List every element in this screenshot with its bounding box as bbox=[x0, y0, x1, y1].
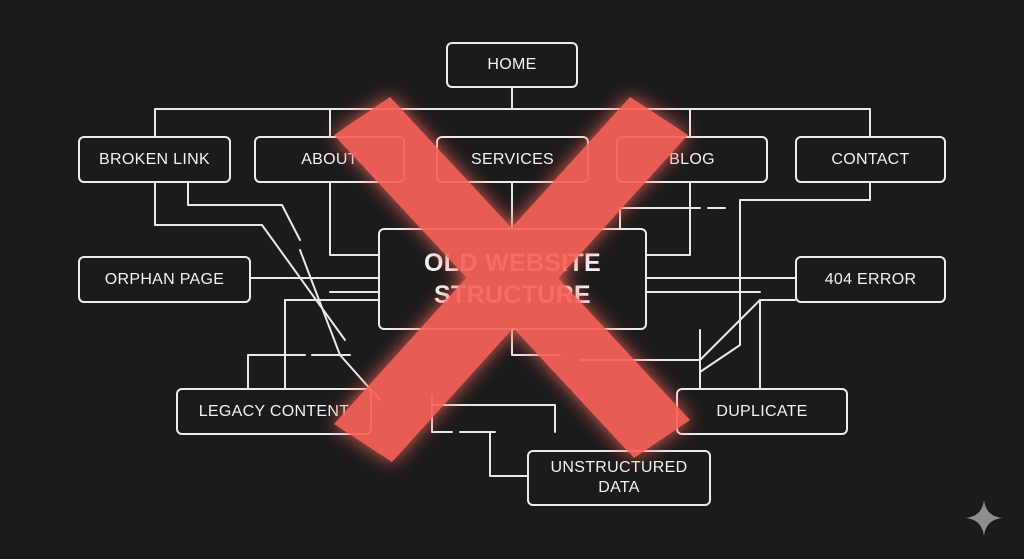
line-broken-2 bbox=[187, 180, 301, 241]
sparkle-icon bbox=[966, 500, 1002, 536]
node-404-error: 404 ERROR bbox=[795, 256, 946, 303]
node-unstructured-data: UNSTRUCTURED DATA bbox=[527, 450, 711, 506]
node-services: SERVICES bbox=[436, 136, 589, 183]
line-unstructured-3 bbox=[431, 404, 556, 433]
node-old-website-structure: OLD WEBSITE STRUCTURE bbox=[378, 228, 647, 330]
node-blog: BLOG bbox=[616, 136, 768, 183]
line-center-bottom bbox=[511, 327, 561, 356]
line-unstructured-4 bbox=[489, 431, 529, 477]
line-blog-center bbox=[644, 180, 691, 256]
node-duplicate: DUPLICATE bbox=[676, 388, 848, 435]
line-broken-3 bbox=[299, 249, 381, 401]
node-orphan-page: ORPHAN PAGE bbox=[78, 256, 251, 303]
node-contact: CONTACT bbox=[795, 136, 946, 183]
line-contact-down bbox=[699, 180, 871, 373]
line-broken-1 bbox=[154, 180, 346, 341]
node-legacy-content: LEGACY CONTENT bbox=[176, 388, 372, 435]
line-left-legacy bbox=[247, 354, 306, 391]
line-unstructured-1 bbox=[431, 394, 453, 433]
line-about-center bbox=[329, 180, 381, 256]
node-home: HOME bbox=[446, 42, 578, 88]
node-about: ABOUT bbox=[254, 136, 405, 183]
node-broken-link: BROKEN LINK bbox=[78, 136, 231, 183]
